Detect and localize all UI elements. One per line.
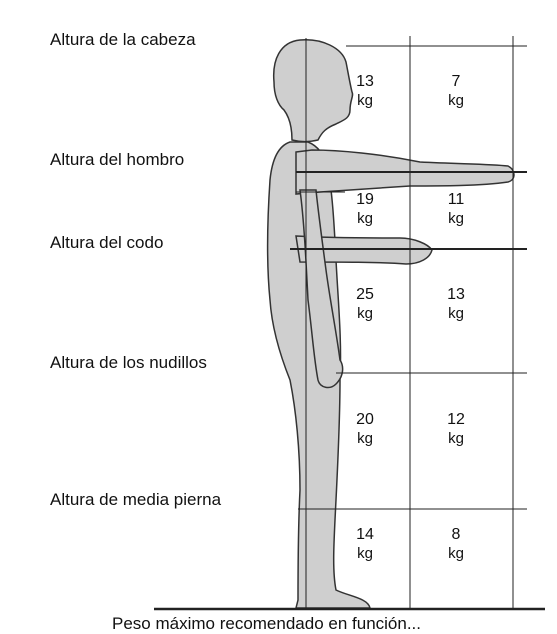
weight-value: 19 xyxy=(356,191,374,208)
weight-unit: kg xyxy=(357,305,373,322)
weight-value: 13 xyxy=(356,73,374,90)
weight-value: 8 xyxy=(451,526,461,543)
label-head-height: Altura de la cabeza xyxy=(50,30,196,49)
weight-unit: kg xyxy=(357,545,373,562)
weight-unit: kg xyxy=(448,305,464,322)
weight-value: 20 xyxy=(356,411,374,428)
weight-head-far: 7 kg xyxy=(421,72,491,110)
weight-head-near: 13 kg xyxy=(330,72,400,110)
label-elbow-height: Altura del codo xyxy=(50,233,164,252)
weight-shoulder-near: 19 kg xyxy=(330,190,400,228)
weight-knuckle-far: 12 kg xyxy=(421,410,491,448)
label-midleg-height: Altura de media pierna xyxy=(50,490,222,509)
hanging-arm-shape xyxy=(299,189,344,389)
weight-unit: kg xyxy=(357,210,373,227)
weight-value: 13 xyxy=(447,286,465,303)
weight-elbow-far: 13 kg xyxy=(421,285,491,323)
weight-value: 25 xyxy=(356,286,374,303)
label-knuckle-height: Altura de los nudillos xyxy=(50,353,207,372)
weight-value: 14 xyxy=(356,526,374,543)
human-silhouette xyxy=(266,39,515,609)
weight-knuckle-near: 20 kg xyxy=(330,410,400,448)
weight-value: 7 xyxy=(451,73,461,90)
weight-value: 11 xyxy=(447,191,465,208)
weight-unit: kg xyxy=(448,210,464,227)
weight-midleg-near: 14 kg xyxy=(330,525,400,563)
weight-unit: kg xyxy=(448,545,464,562)
weight-unit: kg xyxy=(448,430,464,447)
weight-unit: kg xyxy=(448,92,464,109)
caption-cut-off: Peso máximo recomendado en función... xyxy=(112,614,422,633)
head-shape xyxy=(272,39,354,143)
weight-unit: kg xyxy=(357,430,373,447)
weight-value: 12 xyxy=(447,411,465,428)
weight-elbow-near: 25 kg xyxy=(330,285,400,323)
label-shoulder-height: Altura del hombro xyxy=(50,150,185,169)
weight-midleg-far: 8 kg xyxy=(421,525,491,563)
grid-lines xyxy=(154,36,545,611)
weight-unit: kg xyxy=(357,92,373,109)
weight-shoulder-far: 11 kg xyxy=(421,190,491,228)
